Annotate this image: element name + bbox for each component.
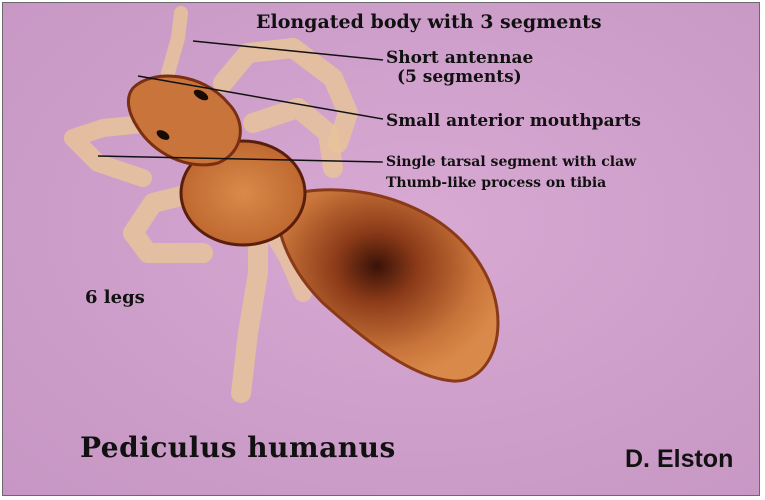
label-legs: 6 legs (85, 287, 145, 308)
label-tibia: Thumb-like process on tibia (386, 175, 606, 191)
label-antennae: Short antennae (386, 48, 533, 68)
specimen-photo: Elongated body with 3 segments Short ant… (2, 2, 760, 496)
label-tarsal: Single tarsal segment with claw (386, 154, 636, 170)
pointer-lines (3, 3, 760, 496)
label-body-segments: Elongated body with 3 segments (256, 11, 602, 33)
photo-credit: D. Elston (625, 445, 733, 474)
label-mouthparts: Small anterior mouthparts (386, 111, 641, 131)
species-name: Pediculus humanus (80, 431, 396, 464)
label-antennae-segments: (5 segments) (397, 67, 522, 87)
